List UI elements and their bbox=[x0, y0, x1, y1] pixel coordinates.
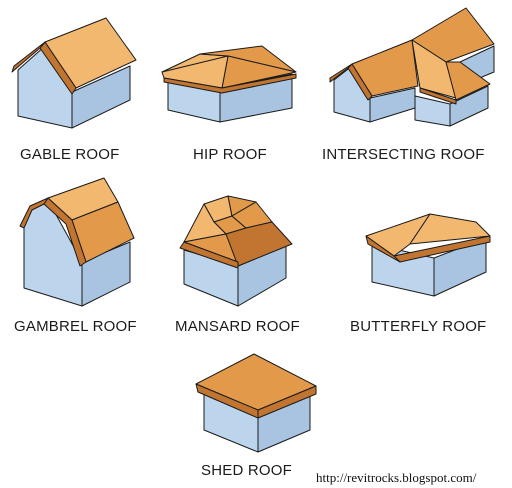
gable-roof-label: GABLE ROOF bbox=[20, 146, 120, 163]
hip-roof-illustration bbox=[161, 45, 297, 123]
shed-roof-label: SHED ROOF bbox=[201, 462, 292, 479]
intersecting-roof-illustration bbox=[329, 7, 495, 127]
gambrel-roof-label: GAMBREL ROOF bbox=[14, 318, 137, 335]
shed-roof-illustration bbox=[195, 353, 317, 453]
butterfly-roof-illustration bbox=[365, 213, 491, 297]
gambrel-roof-illustration bbox=[19, 177, 135, 307]
hip-roof-label: HIP ROOF bbox=[193, 146, 267, 163]
intersecting-roof-label: INTERSECTING ROOF bbox=[322, 146, 485, 163]
mansard-roof-label: MANSARD ROOF bbox=[175, 318, 300, 335]
credit-url: http://revitrocks.blogspot.com/ bbox=[316, 470, 477, 485]
mansard-roof-illustration bbox=[179, 195, 293, 307]
butterfly-roof-label: BUTTERFLY ROOF bbox=[350, 318, 487, 335]
gable-roof-illustration bbox=[11, 17, 137, 129]
